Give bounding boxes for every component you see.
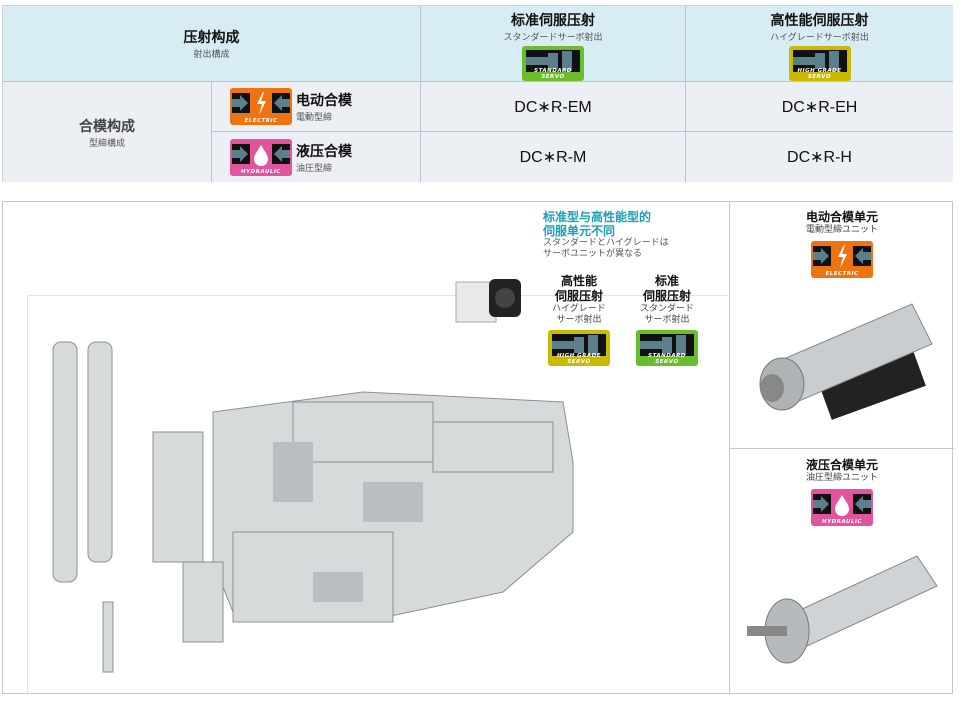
- row-title: 液压合模: [296, 143, 352, 160]
- standard-servo-badge-icon: STANDARD SERVO: [522, 46, 584, 81]
- unit-title: 电动合模单元: [805, 210, 878, 224]
- legend-subtitle: サーボ射出: [644, 315, 690, 325]
- model-cell: DC∗R-EM: [421, 82, 686, 132]
- badge-label: STANDARD SERVO: [534, 68, 572, 80]
- badge-label: ELECTRIC: [825, 271, 859, 277]
- badge-label: HIGH GRADE SERVO: [797, 68, 842, 80]
- row-title: 电动合模: [296, 93, 352, 109]
- hydraulic-cylinder-image: [747, 555, 938, 664]
- legend-title: 伺服压射: [554, 289, 603, 303]
- high-grade-servo-header: 高性能伺服压射 ハイグレードサーボ射出 HIGH GRADE SERVO: [686, 6, 953, 82]
- high-grade-servo-badge-icon: HIGH GRADE SERVO: [788, 46, 851, 81]
- note-text: スタンダードとハイグレードは: [543, 238, 669, 248]
- high-title: 高性能伺服压射: [770, 13, 869, 29]
- legend-title: 高性能: [560, 274, 597, 288]
- electric-badge-icon: ELECTRIC: [811, 241, 873, 278]
- standard-servo-badge-icon: STANDARD SERVO: [636, 330, 698, 366]
- high-grade-servo-legend: 高性能 伺服压射 ハイグレード サーボ射出 HIGH GRADE SERVO: [547, 274, 611, 366]
- servo-unit-image: [455, 279, 521, 323]
- configuration-table: 压射构成 射出構成 标准伺服压射 スタンダードサーボ射出 STANDARD SE…: [2, 5, 953, 182]
- clamp-header: 合模构成 型締構成: [3, 82, 212, 182]
- electric-unit-section: 电动合模单元 電動型締ユニット ELECTRIC: [730, 210, 954, 434]
- high-grade-servo-badge-icon: HIGH GRADE SERVO: [548, 330, 610, 366]
- feature-panel: 标准型与高性能型的 伺服单元不同 スタンダードとハイグレードは サーボユニットが…: [2, 201, 954, 695]
- unit-subtitle: 電動型締ユニット: [805, 225, 878, 235]
- row-subtitle: 油圧型締: [296, 163, 333, 174]
- legend-subtitle: ハイグレード: [552, 304, 606, 314]
- note-text: サーボユニットが異なる: [543, 249, 643, 259]
- clamp-subtitle: 型締構成: [88, 138, 125, 149]
- electric-clamp-cell: ELECTRIC 电动合模 電動型締: [212, 82, 421, 132]
- hydraulic-unit-section: 液压合模单元 油圧型締ユニット HYDRAULIC: [730, 458, 954, 676]
- model-cell: DC∗R-H: [686, 132, 953, 182]
- hydraulic-clamp-cell: HYDRAULIC 液压合模 油圧型締: [212, 132, 421, 182]
- injection-header: 压射构成 射出構成: [3, 6, 421, 82]
- legend-title: 标准: [654, 274, 679, 288]
- badge-label: STANDARD SERVO: [648, 353, 686, 365]
- badge-label: HYDRAULIC: [822, 519, 862, 525]
- badge-label: ELECTRIC: [244, 118, 278, 124]
- divider: [729, 448, 954, 449]
- badge-label: HYDRAULIC: [241, 168, 281, 175]
- model-cell: DC∗R-M: [421, 132, 686, 182]
- badge-label: HIGH GRADE SERVO: [556, 353, 601, 365]
- injection-subtitle: 射出構成: [193, 50, 230, 60]
- servo-difference-note: 标准型与高性能型的 伺服单元不同 スタンダードとハイグレードは サーボユニットが…: [543, 210, 669, 260]
- standard-subtitle: スタンダードサーボ射出: [503, 33, 603, 43]
- legend-subtitle: サーボ射出: [556, 315, 602, 325]
- legend-subtitle: スタンダード: [639, 304, 694, 314]
- model-cell: DC∗R-EH: [686, 82, 953, 132]
- die-casting-machine-image: [52, 341, 574, 673]
- standard-servo-legend: 标准 伺服压射 スタンダード サーボ射出 STANDARD SERVO: [635, 274, 699, 366]
- high-subtitle: ハイグレードサーボ射出: [770, 33, 869, 43]
- injection-title: 压射构成: [183, 30, 240, 46]
- legend-title: 伺服压射: [642, 289, 691, 303]
- clamp-title: 合模构成: [79, 118, 135, 135]
- standard-servo-header: 标准伺服压射 スタンダードサーボ射出 STANDARD SERVO: [421, 6, 686, 82]
- note-heading: 伺服单元不同: [543, 224, 616, 238]
- unit-subtitle: 油圧型締ユニット: [805, 473, 878, 483]
- note-heading: 标准型与高性能型的: [543, 210, 652, 224]
- hydraulic-badge-icon: HYDRAULIC: [811, 489, 873, 526]
- electric-clamp-unit-image: [759, 303, 933, 420]
- hydraulic-badge-icon: HYDRAULIC: [230, 138, 292, 176]
- electric-badge-icon: ELECTRIC: [230, 88, 292, 125]
- standard-title: 标准伺服压射: [511, 13, 595, 29]
- machine-frame: [27, 295, 727, 695]
- unit-title: 液压合模单元: [805, 458, 878, 472]
- row-subtitle: 電動型締: [296, 113, 333, 123]
